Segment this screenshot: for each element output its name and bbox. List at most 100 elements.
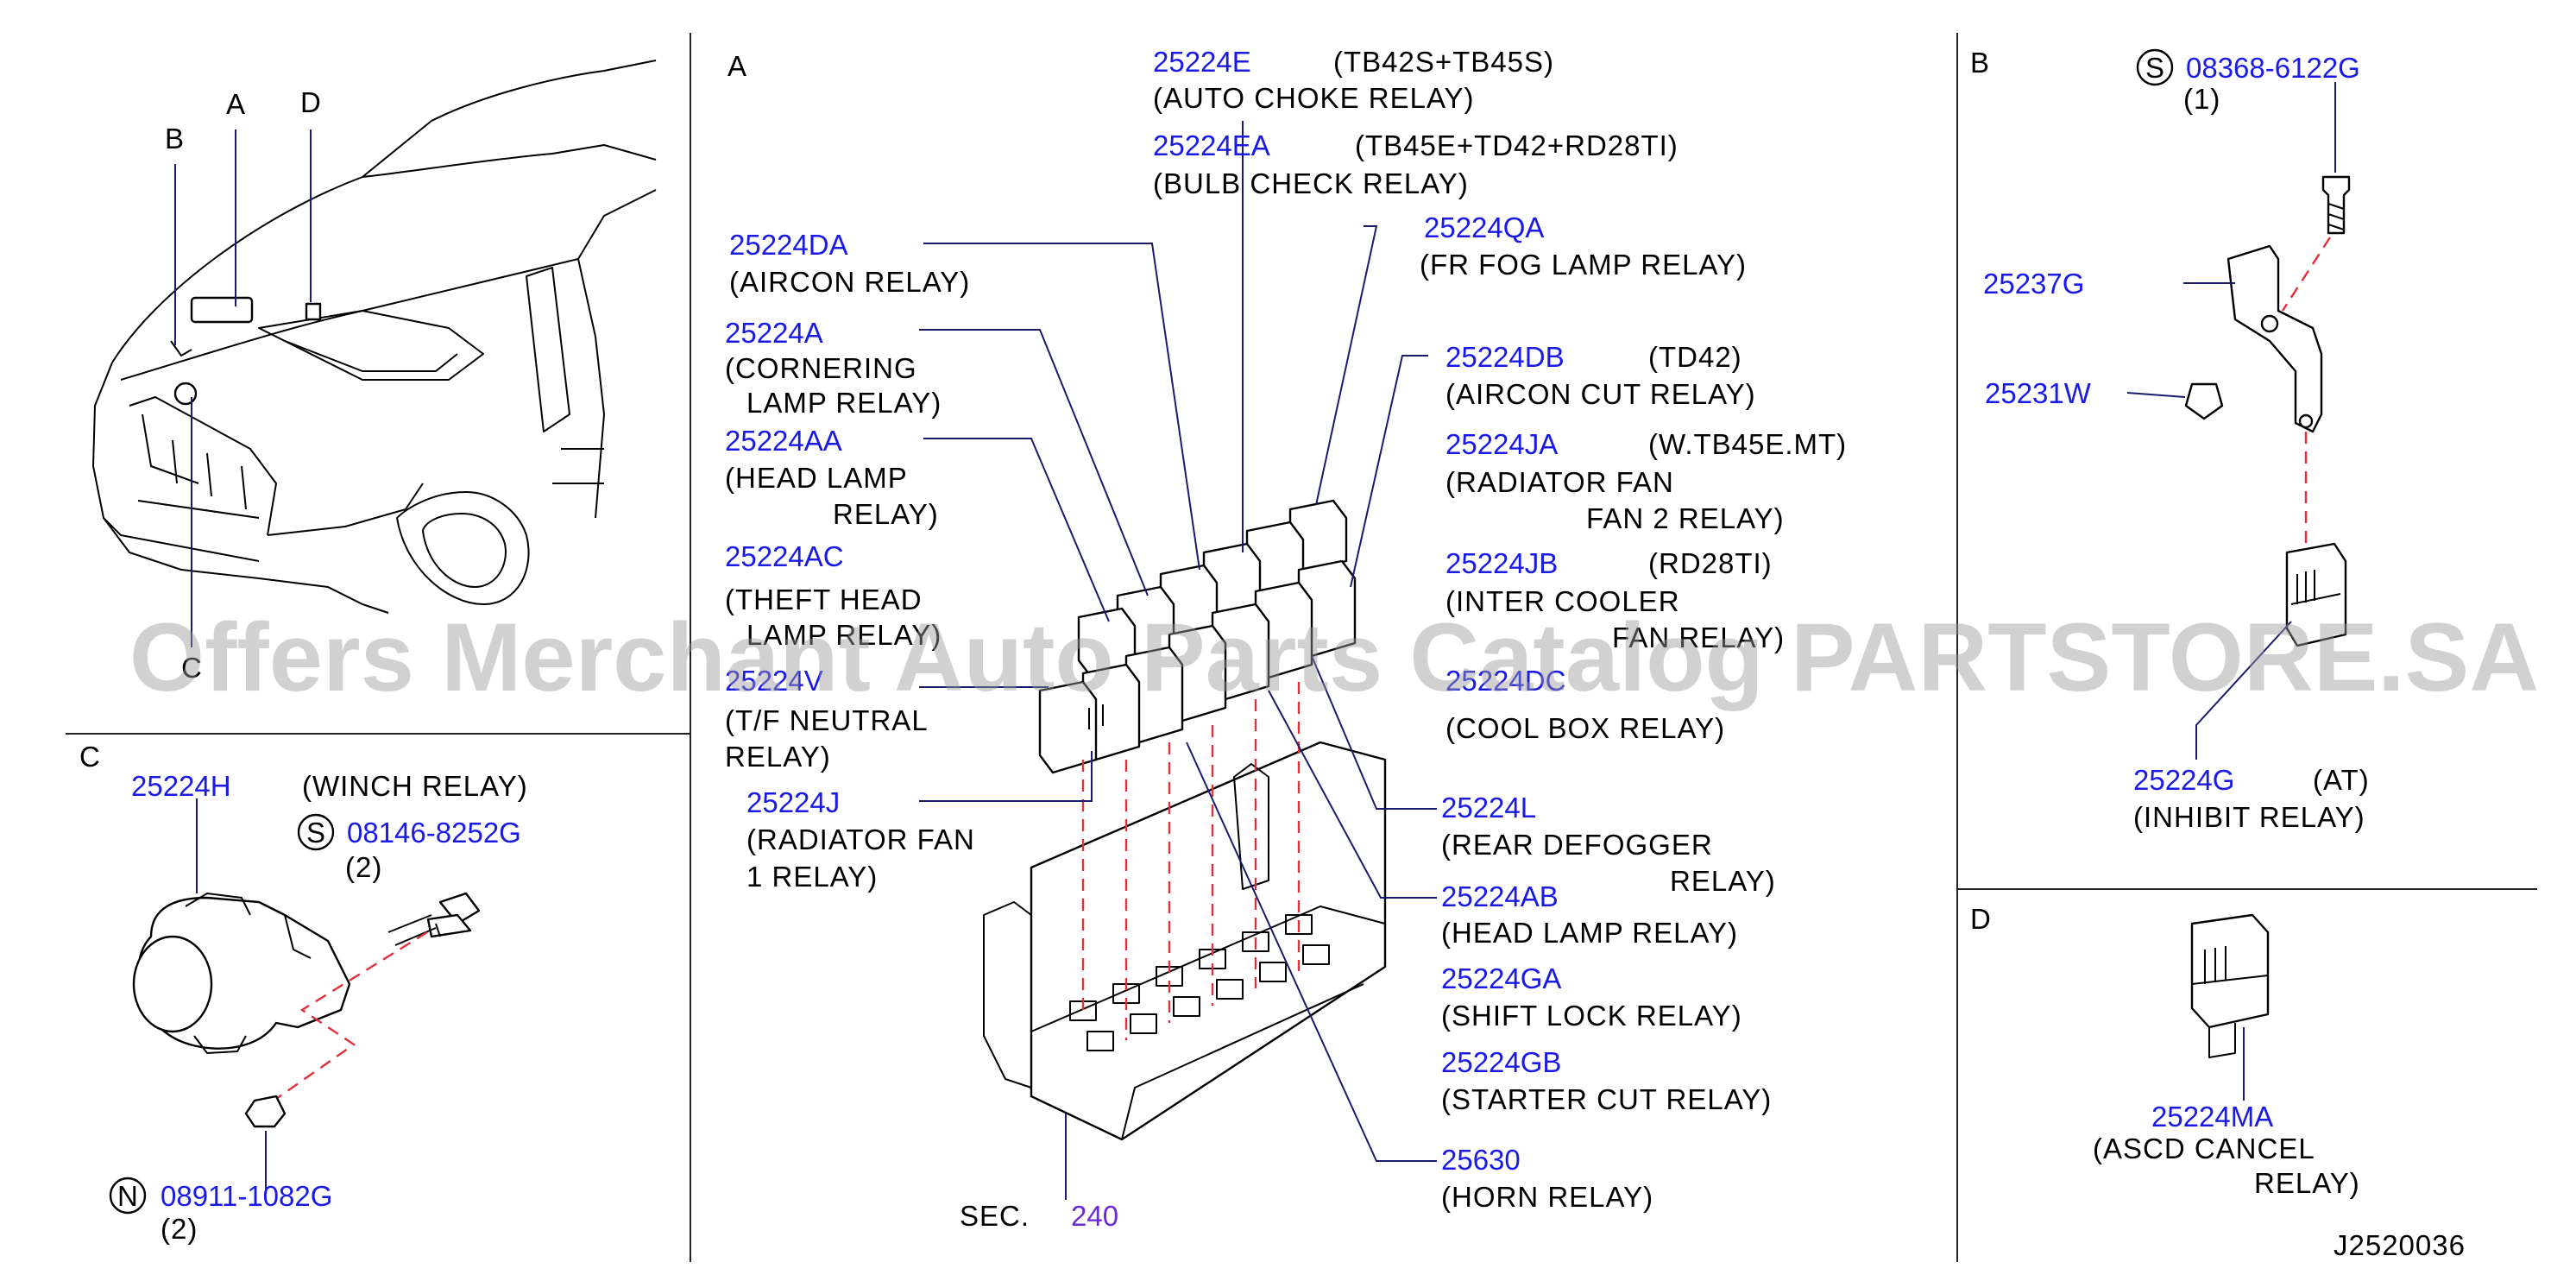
svg-text:(STARTER CUT RELAY): (STARTER CUT RELAY) [1441,1083,1772,1115]
svg-text:25224L: 25224L [1441,792,1536,824]
callout-25224da: 25224DA (AIRCON RELAY) [729,229,969,298]
callout-25224e: 25224E (TB42S+TB45S) (AUTO CHOKE RELAY) [1153,46,1554,114]
callout-25224v: 25224V (T/F NEUTRAL RELAY) [725,665,929,773]
svg-text:(HEAD LAMP RELAY): (HEAD LAMP RELAY) [1441,917,1738,949]
bolt-08146-8252g: S 08146-8252G (2) [297,813,521,883]
callout-25224db: 25224DB (TD42) (AIRCON CUT RELAY) [1445,341,1756,410]
section-d-title: D [1970,903,1991,935]
svg-text:08146-8252G: 08146-8252G [347,817,521,849]
svg-text:(RADIATOR FAN: (RADIATOR FAN [746,824,975,855]
svg-text:(2): (2) [161,1213,198,1245]
callout-25224ab: 25224AB (HEAD LAMP RELAY) [1441,880,1738,949]
svg-text:N: N [117,1180,139,1212]
section-b-title: B [1970,47,1989,79]
svg-text:(FR FOG LAMP RELAY): (FR FOG LAMP RELAY) [1420,249,1747,281]
svg-text:(SHIFT LOCK RELAY): (SHIFT LOCK RELAY) [1441,1000,1742,1032]
svg-text:FAN RELAY): FAN RELAY) [1612,622,1785,653]
diagram-id: J2520036 [2334,1229,2466,1261]
overview-label-d: D [300,86,321,118]
callout-25224g: 25224G (AT) (INHIBIT RELAY) [2133,764,2370,833]
svg-text:(W.TB45E.MT): (W.TB45E.MT) [1648,428,1847,460]
callout-25630: 25630 (HORN RELAY) [1441,1144,1653,1213]
svg-text:(AUTO CHOKE RELAY): (AUTO CHOKE RELAY) [1153,82,1475,114]
callout-25224aa: 25224AA (HEAD LAMP RELAY) [725,425,938,530]
section-b-drawing [2126,82,2351,760]
section-c-drawing [132,798,481,1191]
callout-25224jb: 25224JB (RD28TI) (INTER COOLER FAN RELAY… [1445,547,1785,653]
svg-text:(2): (2) [345,851,382,883]
nut-08911-1082g: N 08911-1082G (2) [109,1177,332,1245]
svg-text:25224V: 25224V [725,665,823,697]
svg-text:25224DB: 25224DB [1445,341,1565,373]
winch-relay-part: 25224H [131,770,231,802]
svg-text:(TB42S+TB45S): (TB42S+TB45S) [1333,46,1554,78]
callout-25224gb: 25224GB (STARTER CUT RELAY) [1441,1046,1772,1115]
bracket-25237g: 25237G [1983,268,2084,300]
svg-text:SEC.: SEC. [960,1200,1030,1232]
callout-25224dc: 25224DC (COOL BOX RELAY) [1445,665,1725,744]
relay-cluster [1038,499,1357,774]
svg-text:25224AC: 25224AC [725,540,844,572]
svg-text:(INTER COOLER: (INTER COOLER [1445,585,1680,617]
svg-text:FAN 2 RELAY): FAN 2 RELAY) [1586,502,1785,534]
svg-text:25224GB: 25224GB [1441,1046,1561,1078]
callout-25224ea: 25224EA (TB45E+TD42+RD28TI) (BULB CHECK … [1153,129,1678,199]
callout-25224l: 25224L (REAR DEFOGGER RELAY) [1441,792,1776,897]
svg-text:(TD42): (TD42) [1648,341,1742,373]
svg-text:25224JA: 25224JA [1445,428,1558,460]
section-c-title: C [79,741,100,773]
svg-text:240: 240 [1071,1200,1118,1232]
svg-text:S: S [2145,52,2165,84]
callout-25224j: 25224J (RADIATOR FAN 1 RELAY) [746,786,975,893]
callout-25224ma: 25224MA (ASCD CANCEL RELAY) [2093,1101,2360,1199]
svg-text:(HORN RELAY): (HORN RELAY) [1441,1181,1653,1213]
svg-text:25630: 25630 [1441,1144,1521,1176]
bolt-08368-6122g: S 08368-6122G (1) [2136,48,2360,115]
overview-label-a: A [226,88,245,120]
svg-text:LAMP RELAY): LAMP RELAY) [746,387,942,419]
svg-text:(CORNERING: (CORNERING [725,352,917,384]
svg-text:(THEFT HEAD: (THEFT HEAD [725,584,923,615]
svg-text:(1): (1) [2183,83,2220,115]
sec-reference[interactable]: SEC. 240 [960,1200,1118,1232]
svg-text:25224EA: 25224EA [1153,129,1270,161]
svg-text:25224AB: 25224AB [1441,880,1559,912]
svg-text:(RADIATOR FAN: (RADIATOR FAN [1445,466,1674,498]
svg-text:(BULB CHECK RELAY): (BULB CHECK RELAY) [1153,167,1469,199]
svg-text:(ASCD CANCEL: (ASCD CANCEL [2093,1133,2315,1164]
callout-25224ga: 25224GA (SHIFT LOCK RELAY) [1441,962,1742,1032]
svg-text:(INHIBIT RELAY): (INHIBIT RELAY) [2133,801,2365,833]
svg-text:(COOL BOX RELAY): (COOL BOX RELAY) [1445,712,1725,744]
callout-25224ja: 25224JA (W.TB45E.MT) (RADIATOR FAN FAN 2… [1445,428,1847,534]
svg-text:S: S [306,817,326,849]
svg-text:RELAY): RELAY) [725,741,831,773]
section-a-title: A [727,50,746,82]
section-a-leader-lines [919,121,1437,1200]
svg-text:LAMP RELAY): LAMP RELAY) [746,619,942,651]
svg-text:RELAY): RELAY) [2254,1167,2360,1199]
svg-text:25224J: 25224J [746,786,840,818]
svg-text:(AIRCON CUT RELAY): (AIRCON CUT RELAY) [1445,378,1756,410]
svg-text:RELAY): RELAY) [1670,865,1776,897]
svg-text:25224QA: 25224QA [1424,211,1544,243]
watermark: Offers Merchant Auto Parts Catalog PARTS… [129,603,2539,711]
svg-text:(AT): (AT) [2313,764,2370,796]
svg-text:25224MA: 25224MA [2151,1101,2273,1133]
svg-text:1 RELAY): 1 RELAY) [746,861,878,893]
overview-label-b: B [165,123,184,155]
svg-text:25224JB: 25224JB [1445,547,1558,579]
winch-relay-desc: (WINCH RELAY) [302,770,528,802]
vehicle-overview-illustration [92,60,657,614]
callout-25224qa: 25224QA (FR FOG LAMP RELAY) [1420,211,1747,281]
svg-text:(T/F NEUTRAL: (T/F NEUTRAL [725,704,929,736]
callout-25224ac: 25224AC (THEFT HEAD LAMP RELAY) [725,540,942,651]
svg-text:25224AA: 25224AA [725,425,842,457]
svg-text:25224DC: 25224DC [1445,665,1565,697]
svg-text:(REAR DEFOGGER: (REAR DEFOGGER [1441,829,1713,861]
clip-25231w: 25231W [1985,377,2092,409]
svg-text:08911-1082G: 08911-1082G [161,1180,332,1212]
svg-text:08368-6122G: 08368-6122G [2186,52,2360,84]
overview-callout-lines [174,129,312,647]
svg-text:25224GA: 25224GA [1441,962,1561,994]
